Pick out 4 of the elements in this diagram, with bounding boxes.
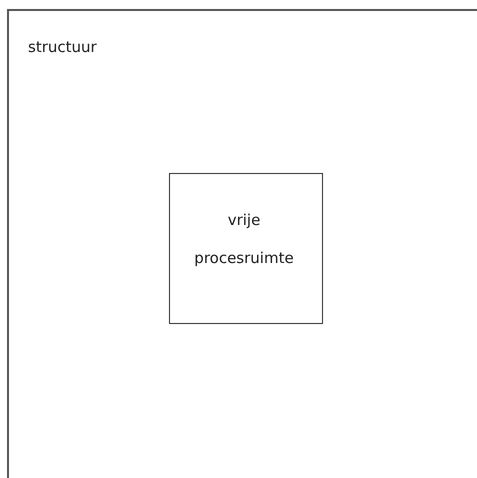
box-label: vrije procesruimte — [193, 210, 295, 269]
process-box — [169, 173, 323, 324]
frame-label: structuur — [28, 38, 97, 56]
structure-frame — [7, 9, 477, 478]
